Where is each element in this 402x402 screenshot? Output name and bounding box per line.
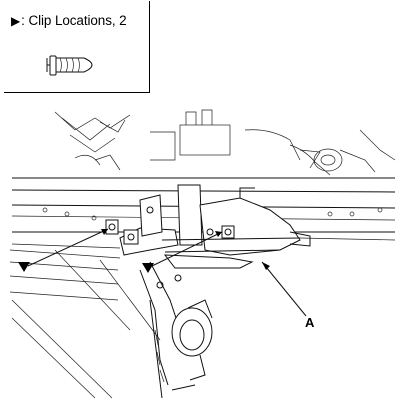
triangle-pointer-icon <box>142 263 154 273</box>
hood-latch-bracket <box>105 184 311 399</box>
callout-a-leader <box>261 261 307 317</box>
push-clip-icon <box>46 55 93 76</box>
radiator-core <box>9 249 161 399</box>
triangle-pointer-icon: ▶ <box>11 14 21 28</box>
horn <box>171 299 213 381</box>
engine-bay-background <box>54 109 396 176</box>
legend-caption-text: : Clip Locations, 2 <box>21 13 127 28</box>
triangle-pointer-icon <box>18 262 30 272</box>
legend-caption: ▶: Clip Locations, 2 <box>11 13 127 28</box>
clip-pointer-left <box>18 228 109 272</box>
clip-pointer-right <box>142 231 223 273</box>
callout-label-a: A <box>305 315 315 330</box>
legend-panel <box>4 1 150 93</box>
